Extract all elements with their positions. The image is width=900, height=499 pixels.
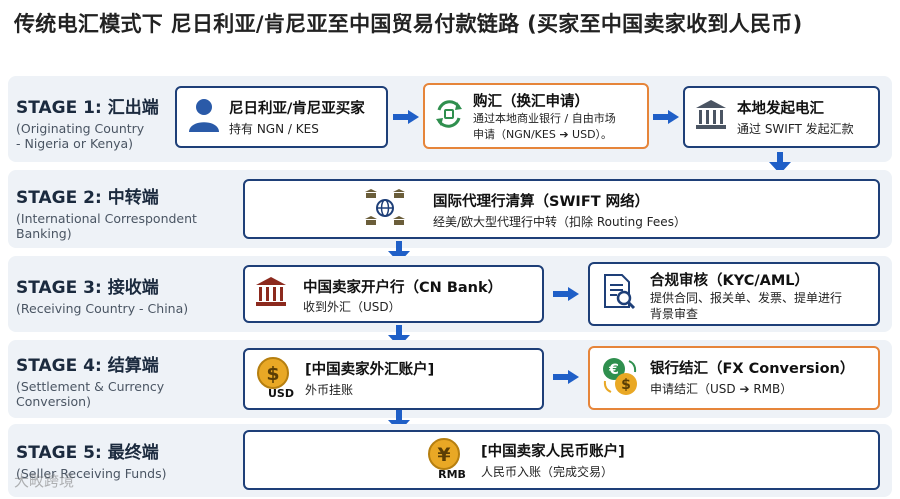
stage-5-sub-line-1: (Seller Receiving Funds)	[16, 466, 167, 481]
document-search-icon	[602, 273, 636, 315]
usd-coin-icon: $ USD	[254, 355, 298, 403]
usd-coin-label: USD	[268, 387, 294, 399]
bank-icon	[254, 275, 288, 313]
compliance-line-2: 背景审查	[650, 307, 699, 321]
stage-1-sub-line-2: - Nigeria or Kenya)	[16, 136, 134, 151]
stage-1-label: STAGE 1: 汇出端 (Originating Country - Nige…	[16, 93, 159, 151]
rmb-account-line-1: 人民币入账（完成交易）	[481, 465, 614, 479]
watermark: 大畋跨境	[14, 472, 75, 490]
global-network-icon	[365, 187, 405, 231]
purchase-fx-line-2: 申请（NGN/KES ➔ USD）。	[473, 128, 613, 141]
swift-title: 国际代理行清算（SWIFT 网络）	[433, 194, 650, 210]
cn-bank-title: 中国卖家开户行（CN Bank）	[303, 280, 503, 296]
currency-conversion-icon: € $	[600, 355, 640, 401]
person-icon	[187, 97, 221, 137]
compliance-box: 合规审核（KYC/AML） 提供合同、报关单、发票、提单进行 背景审查	[588, 262, 880, 326]
svg-text:$: $	[621, 377, 631, 393]
arrow-purchase-to-wire	[653, 110, 679, 124]
purchase-fx-line-1: 通过本地商业银行 / 自由市场	[473, 112, 616, 125]
stage-3-label: STAGE 3: 接收端 (Receiving Country - China)	[16, 273, 188, 316]
stage-3-title: STAGE 3: 接收端	[16, 278, 159, 298]
svg-text:€: €	[608, 362, 619, 378]
arrow-buyer-to-purchase	[393, 110, 419, 124]
cn-bank-box: 中国卖家开户行（CN Bank） 收到外汇（USD）	[243, 265, 544, 323]
local-wire-title: 本地发起电汇	[737, 101, 824, 117]
local-wire-line-1: 通过 SWIFT 发起汇款	[737, 122, 854, 136]
bank-icon	[694, 98, 728, 136]
fx-conversion-box: € $ 银行结汇（FX Conversion） 申请结汇（USD ➔ RMB）	[588, 346, 880, 410]
svg-text:¥: ¥	[437, 444, 450, 466]
fx-account-title: [中国卖家外汇账户]	[305, 362, 435, 378]
rmb-coin-icon: ¥ RMB	[425, 436, 469, 484]
stage-2-sub-line-1: (International Correspondent	[16, 211, 197, 226]
stage-2-sub-line-2: Banking)	[16, 226, 72, 241]
rmb-account-box: ¥ RMB [中国卖家人民币账户] 人民币入账（完成交易）	[243, 430, 880, 490]
stage-3-sub-line-1: (Receiving Country - China)	[16, 301, 189, 316]
stage-1-sub-line-1: (Originating Country	[16, 121, 145, 136]
stage-4-sub-line-1: (Settlement & Currency	[16, 379, 165, 394]
currency-exchange-icon	[433, 98, 465, 134]
stage-2-label: STAGE 2: 中转端 (International Corresponden…	[16, 183, 197, 241]
arrow-bank-to-compliance	[553, 287, 579, 301]
rmb-coin-label: RMB	[438, 468, 466, 480]
fx-account-box: $ USD [中国卖家外汇账户] 外币挂账	[243, 348, 544, 410]
stage-1-title: STAGE 1: 汇出端	[16, 98, 159, 118]
stage-4-sub-line-2: Conversion)	[16, 394, 91, 409]
buyer-title: 尼日利亚/肯尼亚买家	[229, 101, 365, 117]
stage-4-title: STAGE 4: 结算端	[16, 356, 159, 376]
cn-bank-line-1: 收到外汇（USD）	[303, 300, 401, 314]
stage-4-label: STAGE 4: 结算端 (Settlement & Currency Conv…	[16, 351, 164, 409]
stage-2-title: STAGE 2: 中转端	[16, 188, 159, 208]
compliance-title: 合规审核（KYC/AML）	[650, 273, 810, 289]
fx-conversion-title: 银行结汇（FX Conversion）	[650, 361, 855, 377]
stage-5-title: STAGE 5: 最终端	[16, 443, 159, 463]
rmb-account-title: [中国卖家人民币账户]	[481, 444, 625, 460]
buyer-box: 尼日利亚/肯尼亚买家 持有 NGN / KES	[175, 86, 388, 148]
fx-conversion-line-1: 申请结汇（USD ➔ RMB）	[650, 382, 793, 396]
swift-box: 国际代理行清算（SWIFT 网络） 经美/欧大型代理行中转（扣除 Routing…	[243, 179, 880, 239]
arrow-account-to-fx	[553, 370, 579, 384]
svg-text:$: $	[266, 363, 279, 385]
purchase-fx-box: 购汇（换汇申请） 通过本地商业银行 / 自由市场 申请（NGN/KES ➔ US…	[423, 83, 649, 149]
buyer-line-1: 持有 NGN / KES	[229, 122, 319, 136]
compliance-line-1: 提供合同、报关单、发票、提单进行	[650, 291, 843, 305]
arrow-wire-down	[769, 152, 791, 174]
purchase-fx-title: 购汇（换汇申请）	[473, 94, 589, 110]
stage-5-label: STAGE 5: 最终端 (Seller Receiving Funds)	[16, 438, 166, 481]
fx-account-line-1: 外币挂账	[305, 383, 354, 397]
local-wire-box: 本地发起电汇 通过 SWIFT 发起汇款	[683, 86, 880, 148]
swift-line-1: 经美/欧大型代理行中转（扣除 Routing Fees）	[433, 215, 686, 229]
page-title: 传统电汇模式下 尼日利亚/肯尼亚至中国贸易付款链路 (买家至中国卖家收到人民币)	[14, 12, 803, 36]
